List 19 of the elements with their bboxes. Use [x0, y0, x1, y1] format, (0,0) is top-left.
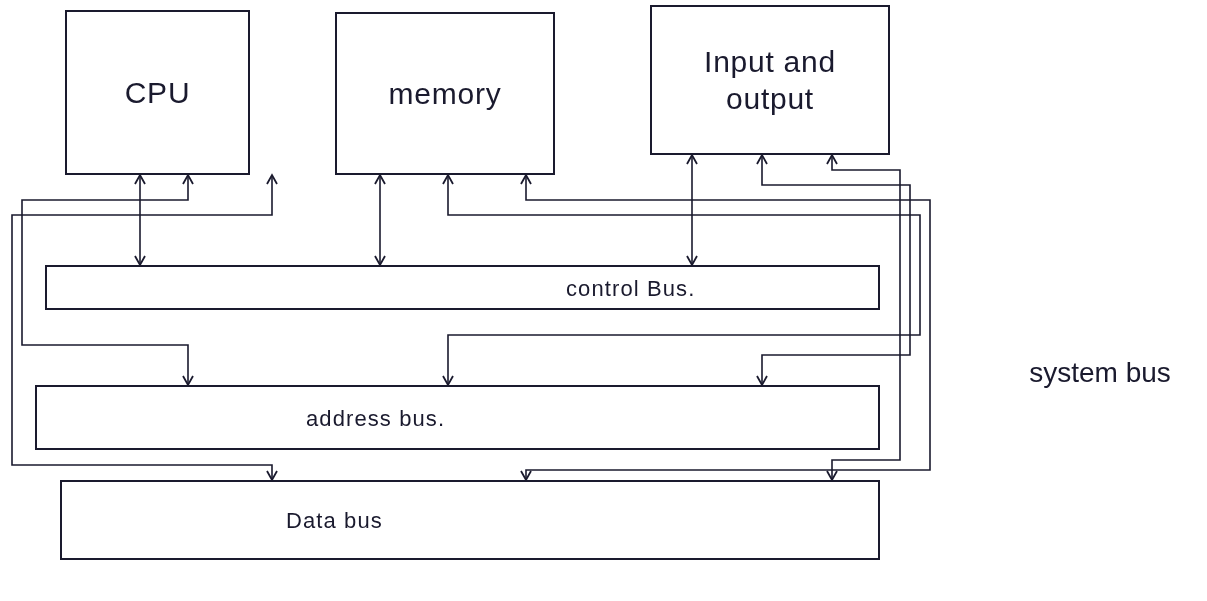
double-arrow: [520, 174, 931, 481]
bus-bar: [45, 265, 880, 310]
bus-bar: [60, 480, 880, 560]
component-box: [650, 5, 890, 155]
component-label: Input and output: [703, 43, 837, 117]
component-label: CPU: [124, 74, 191, 111]
bus-bar: [35, 385, 880, 450]
double-arrow: [374, 174, 386, 266]
double-arrow: [442, 174, 921, 386]
double-arrow: [756, 154, 911, 386]
double-arrow: [11, 174, 278, 481]
component-box: [65, 10, 250, 175]
component-label: memory: [388, 75, 502, 112]
double-arrow: [21, 174, 194, 386]
double-arrow: [686, 154, 698, 266]
double-arrow: [826, 154, 901, 481]
double-arrow: [134, 174, 146, 266]
component-box: [335, 12, 555, 175]
group-label: system bus: [1028, 356, 1172, 390]
